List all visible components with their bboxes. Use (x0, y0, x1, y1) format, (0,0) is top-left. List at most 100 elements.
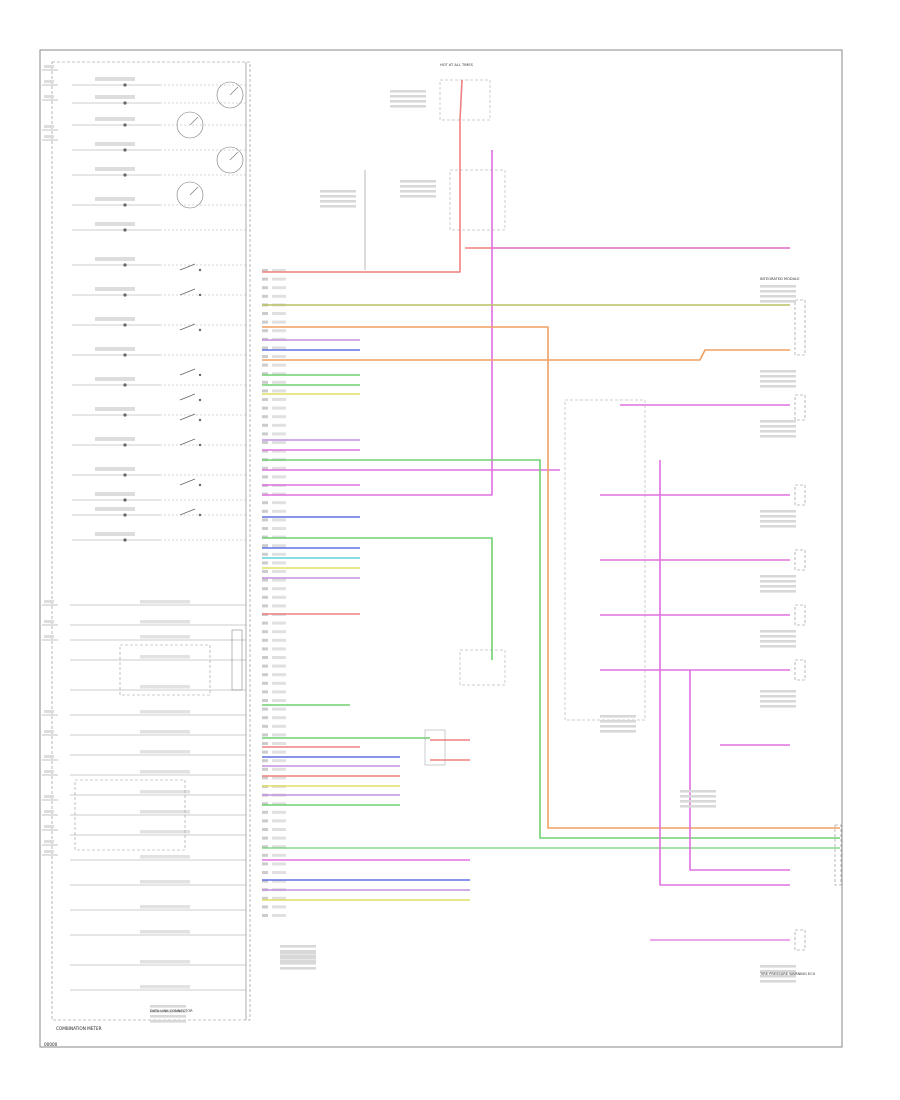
cluster-lower-text-block (140, 830, 190, 834)
pin-color-block (272, 656, 286, 659)
pin-color-block (272, 896, 286, 900)
pin-color-block (272, 604, 286, 608)
lamp-row-text-block (95, 317, 135, 321)
component-label-block (760, 525, 796, 528)
component-label-block (390, 100, 426, 103)
speedometer-gauge (216, 81, 244, 109)
component-label-block (150, 1020, 186, 1023)
component-label-block (760, 435, 796, 438)
pin-number-block (262, 466, 268, 470)
left-stub-tag (44, 810, 54, 813)
pin-color-block (272, 707, 286, 711)
cluster-lower-text-block (140, 985, 190, 989)
pin-color-block (272, 681, 286, 685)
pin-number-block (262, 630, 268, 634)
component-label-block (320, 195, 356, 198)
pin-number-block (262, 312, 268, 315)
pin-number-block (262, 828, 268, 831)
temp-gauge (176, 181, 204, 209)
cluster-lower-text-block (140, 770, 190, 774)
cluster-lower-text-block (140, 620, 190, 624)
pin-color-block (272, 527, 286, 530)
switch-contact (198, 398, 202, 402)
wire-green-mid (262, 537, 493, 660)
pin-number-block (262, 535, 268, 539)
pin-number-block (262, 638, 268, 642)
left-stub-tag (44, 825, 54, 828)
pin-number-block (262, 776, 268, 780)
pin-number-block (262, 527, 268, 530)
switch-contact (198, 328, 202, 332)
pin-number-block (262, 724, 268, 728)
pin-number-block (262, 699, 268, 702)
pin-color-block (272, 355, 286, 358)
pin-color-block (272, 845, 286, 849)
lamp-indicator-dot (123, 353, 127, 357)
pin-color-block (272, 664, 286, 668)
component-label-block (390, 95, 426, 98)
pin-number-block (262, 819, 268, 823)
pin-number-block (262, 355, 268, 358)
pin-number-block (262, 509, 268, 513)
component-label-block (320, 205, 356, 208)
lamp-row-text-block (95, 407, 135, 411)
transmission-switch (424, 729, 446, 766)
lamp-indicator-dot (123, 383, 127, 387)
component-label-block (400, 190, 436, 193)
pin-number-block (262, 733, 268, 737)
component-label-block (280, 957, 316, 960)
component-label-block (600, 720, 636, 723)
switch-contact (198, 483, 202, 487)
pin-color-block (272, 441, 286, 444)
left-stub-tag (44, 710, 54, 713)
pin-color-block (272, 905, 286, 909)
pin-color-block (272, 690, 286, 694)
lamp-indicator-dot (123, 123, 127, 127)
switch-contact (198, 418, 202, 422)
right-component-group (150, 79, 842, 1023)
pin-color-block (272, 595, 286, 599)
pin-number-block (262, 492, 268, 496)
pin-color-block (272, 647, 286, 651)
right-module-label: INTEGRATED MODULE (760, 277, 800, 281)
diagram-frame (39, 49, 843, 1048)
pin-color-block (272, 716, 286, 720)
left-stub-tag (44, 755, 54, 758)
pin-color-block (272, 415, 286, 419)
component-label-block (680, 800, 716, 803)
lamp-row-text-block (95, 222, 135, 226)
component-label-block (760, 380, 796, 383)
component-label-block (400, 180, 436, 183)
lamp-row-text-block (95, 507, 135, 511)
pin-color-block (272, 570, 286, 573)
component-label-block (280, 967, 316, 970)
left-stub-tag (44, 840, 54, 843)
cluster-lower-text-block (140, 810, 190, 814)
left-stub-tag (44, 80, 54, 83)
switch-symbol (179, 413, 196, 421)
pin-number-block (262, 432, 268, 436)
cluster-lower-text-block (140, 600, 190, 604)
pin-color-block (272, 509, 286, 513)
switch-contact (198, 268, 202, 272)
lamp-row-text-block (95, 117, 135, 121)
pin-number-block (262, 320, 268, 324)
pin-number-block (262, 879, 268, 883)
lamp-row-text-block (95, 467, 135, 471)
pin-color-block (272, 630, 286, 634)
switch-symbol (179, 393, 196, 401)
lamp-indicator-dot (123, 101, 127, 105)
component-box (834, 824, 842, 886)
switch-symbol (179, 263, 196, 271)
component-label-block (280, 952, 316, 955)
lamp-row-text-block (95, 377, 135, 381)
component-box (794, 659, 806, 681)
pin-number-block (262, 286, 268, 290)
switch-symbol (179, 438, 196, 446)
component-label-block (760, 285, 796, 288)
pin-number-block (262, 862, 268, 866)
pin-number-block (262, 329, 268, 333)
wire-orange-upper (262, 349, 790, 361)
pin-number-block (262, 269, 268, 272)
component-label-block (400, 185, 436, 188)
